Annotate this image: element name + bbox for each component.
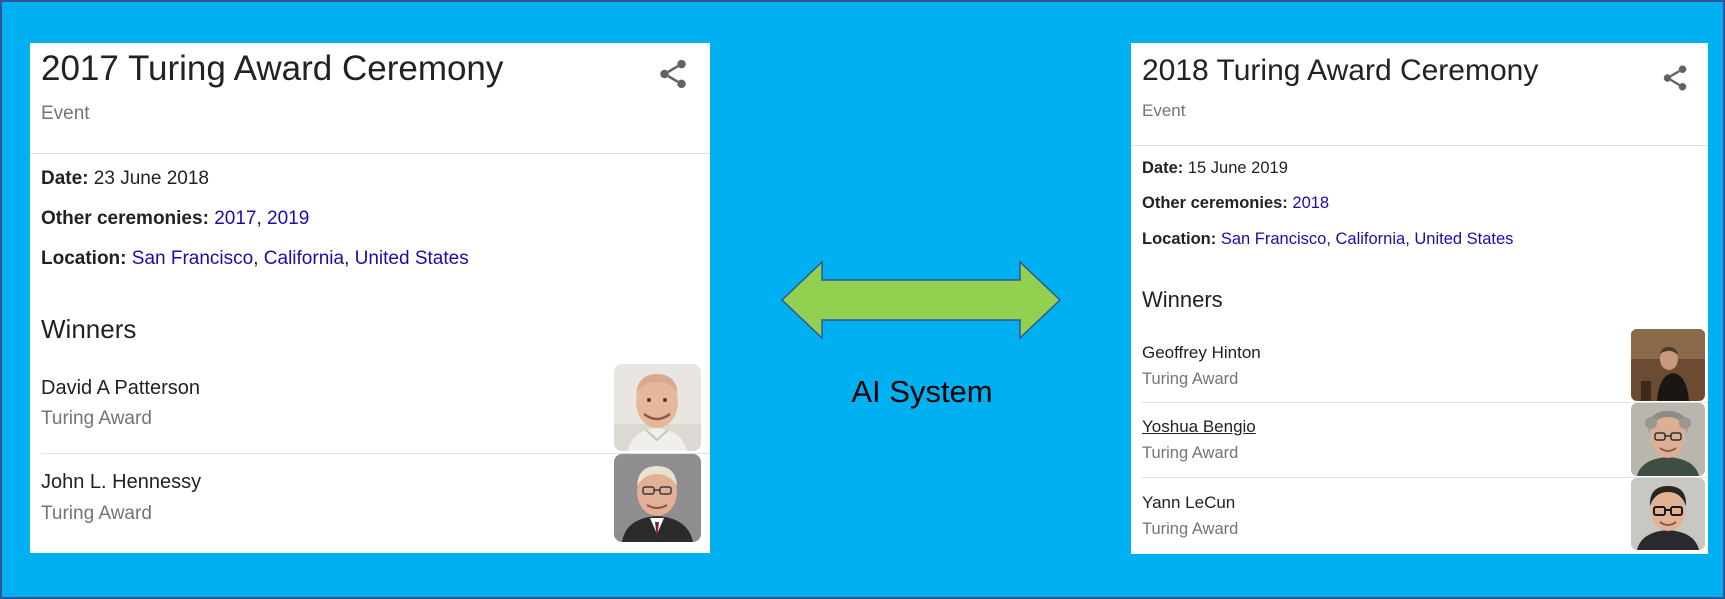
avatar[interactable]: [1631, 403, 1705, 476]
link-separator: ,: [1405, 230, 1415, 248]
winner-name[interactable]: Yoshua Bengio: [1142, 417, 1256, 436]
winner-name[interactable]: John L. Hennessy: [41, 471, 202, 493]
fact-value: 23 June 2018: [93, 168, 209, 189]
link-separator: ,: [256, 208, 268, 229]
fact-label: Location:: [41, 248, 127, 269]
location-link-state[interactable]: California: [1335, 230, 1406, 248]
winner-award: Turing Award: [1142, 444, 1239, 462]
fact-other-ceremonies: Other ceremonies: 2018: [1142, 194, 1329, 213]
fact-label: Date:: [41, 168, 89, 189]
fact-date: Date: 23 June 2018: [41, 168, 209, 190]
share-icon[interactable]: [656, 57, 690, 91]
winner-row[interactable]: David A Patterson Turing Award: [41, 364, 710, 454]
fact-value: 15 June 2019: [1187, 159, 1288, 177]
winner-award: Turing Award: [1142, 370, 1239, 388]
page-title: 2018 Turing Award Ceremony: [1142, 54, 1539, 87]
panel-header: 2017 Turing Award Ceremony Event: [30, 43, 710, 154]
fact-label: Date:: [1142, 159, 1184, 177]
fact-label: Other ceremonies:: [1142, 194, 1288, 212]
share-icon[interactable]: [1660, 63, 1690, 93]
avatar[interactable]: [1631, 329, 1705, 401]
winner-row[interactable]: John L. Hennessy Turing Award: [41, 454, 710, 543]
location-link-city[interactable]: San Francisco: [1220, 230, 1327, 248]
winner-award: Turing Award: [41, 408, 152, 429]
location-link-city[interactable]: San Francisco: [131, 248, 254, 269]
winner-row[interactable]: Yann LeCun Turing Award: [1142, 478, 1708, 552]
link-separator: ,: [253, 248, 264, 269]
fact-other-ceremonies: Other ceremonies: 2017, 2019: [41, 208, 309, 230]
fact-label: Location:: [1142, 230, 1217, 248]
knowledge-panel-2017: 2017 Turing Award Ceremony Event Date: 2…: [30, 43, 710, 553]
panel-header: 2018 Turing Award Ceremony Event: [1131, 43, 1708, 146]
entity-type: Event: [41, 103, 90, 124]
link-separator: ,: [1326, 230, 1336, 248]
winner-award: Turing Award: [41, 503, 152, 524]
winner-row[interactable]: Yoshua Bengio Turing Award: [1142, 403, 1708, 478]
ceremony-link-2018[interactable]: 2018: [1292, 194, 1330, 212]
avatar[interactable]: [614, 454, 701, 542]
knowledge-panel-2018: 2018 Turing Award Ceremony Event Date: 1…: [1131, 43, 1708, 554]
ceremony-link-2019[interactable]: 2019: [267, 208, 310, 229]
page-title: 2017 Turing Award Ceremony: [41, 49, 504, 88]
winners-heading: Winners: [41, 314, 137, 344]
location-link-state[interactable]: California: [263, 248, 345, 269]
fact-location: Location: San Francisco, California, Uni…: [41, 248, 469, 270]
ceremony-link-2017[interactable]: 2017: [214, 208, 257, 229]
winner-name[interactable]: Geoffrey Hinton: [1142, 343, 1261, 362]
fact-label: Other ceremonies:: [41, 208, 209, 229]
avatar[interactable]: [1631, 478, 1705, 550]
winners-heading: Winners: [1142, 287, 1223, 312]
winner-name[interactable]: Yann LeCun: [1142, 493, 1236, 512]
ai-system-label: AI System: [851, 374, 993, 409]
double-arrow-icon: [780, 260, 1062, 340]
fact-location: Location: San Francisco, California, Uni…: [1142, 230, 1513, 249]
entity-type: Event: [1142, 101, 1186, 120]
location-link-country[interactable]: United States: [1414, 230, 1514, 248]
winner-name[interactable]: David A Patterson: [41, 377, 200, 399]
fact-date: Date: 15 June 2019: [1142, 159, 1288, 178]
link-separator: ,: [344, 248, 355, 269]
avatar[interactable]: [614, 364, 701, 451]
winner-award: Turing Award: [1142, 520, 1239, 538]
winner-row[interactable]: Geoffrey Hinton Turing Award: [1142, 328, 1708, 403]
location-link-country[interactable]: United States: [354, 248, 469, 269]
